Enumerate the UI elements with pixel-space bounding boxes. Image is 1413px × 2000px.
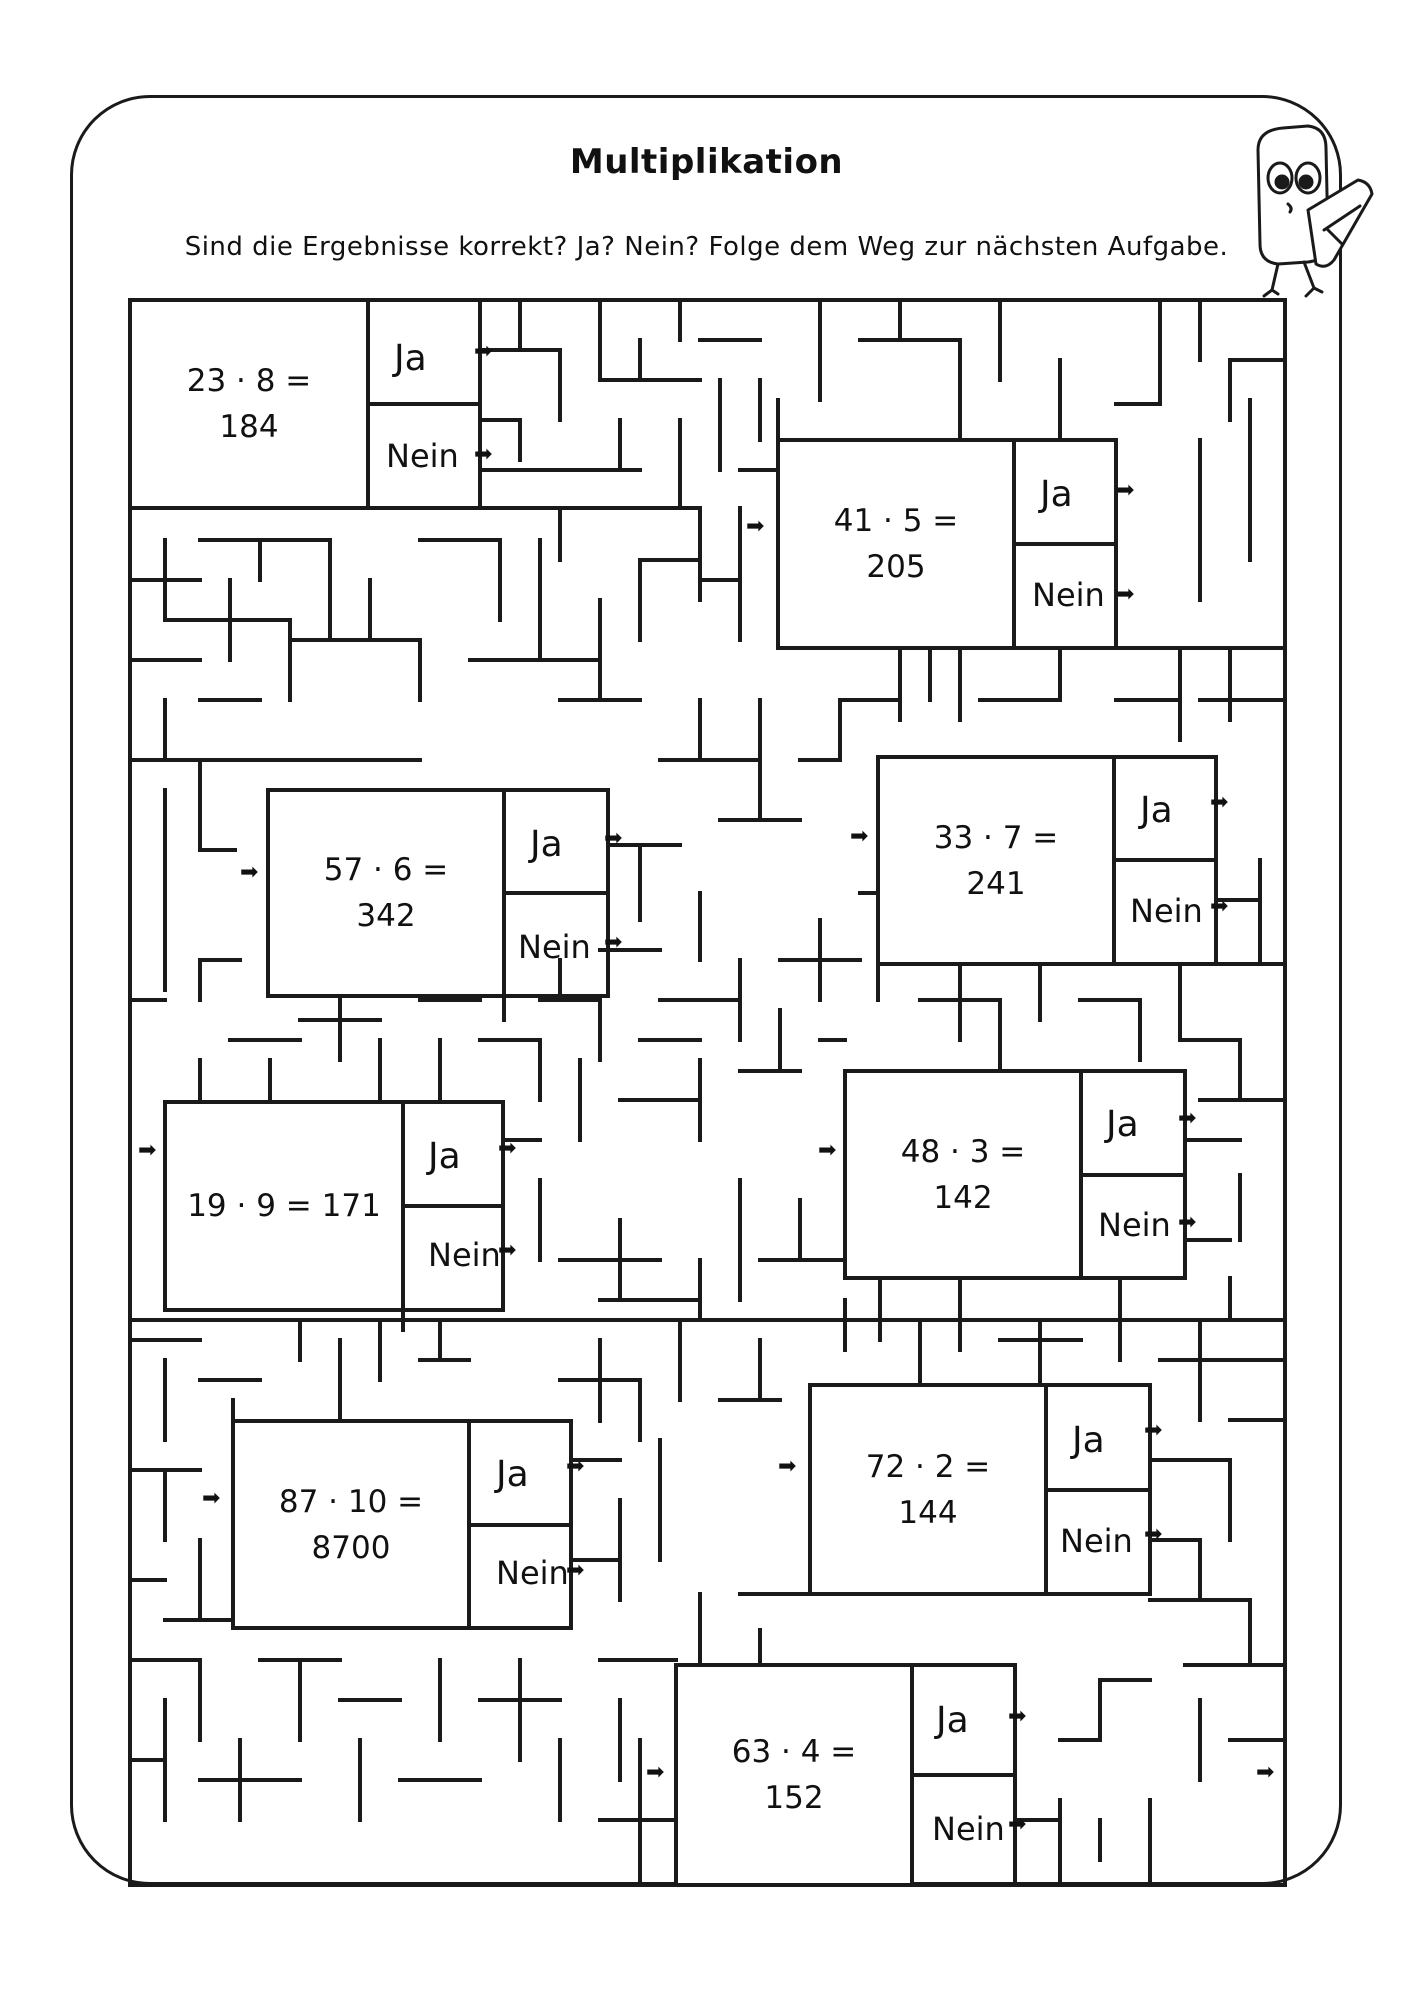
arrow-icon: ➡ xyxy=(1256,1760,1275,1785)
page-title: Multiplikation xyxy=(569,142,844,182)
task-3: 57 · 6 = 342 xyxy=(270,792,502,994)
arrow-icon: ➡ xyxy=(202,1486,221,1511)
no-label-4: Nein xyxy=(1130,892,1203,930)
arrow-icon: ➡ xyxy=(604,826,623,851)
arrow-icon: ➡ xyxy=(1008,1704,1027,1729)
task-9: 63 · 4 = 152 xyxy=(678,1667,910,1883)
arrow-icon: ➡ xyxy=(566,1558,585,1583)
arrow-icon: ➡ xyxy=(850,824,869,849)
arrow-icon: ➡ xyxy=(240,860,259,885)
task-2: 41 · 5 = 205 xyxy=(780,442,1012,646)
arrow-icon: ➡ xyxy=(1116,582,1135,607)
no-label-3: Nein xyxy=(518,928,591,966)
task-7-result: 8700 xyxy=(311,1529,391,1566)
arrow-icon: ➡ xyxy=(778,1454,797,1479)
task-1-expression: 23 · 8 = xyxy=(186,363,312,399)
no-label-7: Nein xyxy=(496,1554,569,1592)
arrow-icon: ➡ xyxy=(474,339,493,364)
arrow-icon: ➡ xyxy=(646,1760,665,1785)
arrow-icon: ➡ xyxy=(1178,1106,1197,1131)
yes-label-8: Ja xyxy=(1072,1420,1105,1461)
arrow-icon: ➡ xyxy=(604,930,623,955)
arrow-icon: ➡ xyxy=(746,514,765,539)
task-6-expression: 48 · 3 = xyxy=(900,1133,1026,1170)
task-8: 72 · 2 = 144 xyxy=(812,1387,1044,1592)
task-8-expression: 72 · 2 = xyxy=(865,1448,991,1485)
yes-label-3: Ja xyxy=(530,824,563,865)
yes-label-2: Ja xyxy=(1040,474,1073,515)
arrow-icon: ➡ xyxy=(1210,894,1229,919)
task-7: 87 · 10 = 8700 xyxy=(235,1423,467,1626)
arrow-icon: ➡ xyxy=(498,1136,517,1161)
instructions: Sind die Ergebnisse korrekt? Ja? Nein? F… xyxy=(184,232,1229,262)
task-4-result: 241 xyxy=(966,865,1026,902)
yes-label-6: Ja xyxy=(1106,1104,1139,1145)
task-9-result: 152 xyxy=(764,1780,824,1816)
task-6: 48 · 3 = 142 xyxy=(847,1073,1079,1276)
arrow-icon: ➡ xyxy=(474,442,493,467)
eraser-mascot-icon xyxy=(1256,124,1374,298)
arrow-icon: ➡ xyxy=(1210,790,1229,815)
task-8-result: 144 xyxy=(898,1494,958,1531)
task-4: 33 · 7 = 241 xyxy=(880,759,1112,962)
task-3-result: 342 xyxy=(356,898,416,934)
no-label-2: Nein xyxy=(1032,576,1105,614)
no-label-8: Nein xyxy=(1060,1522,1133,1560)
no-label-5: Nein xyxy=(428,1236,501,1274)
no-label-1: Nein xyxy=(386,437,459,475)
arrow-icon: ➡ xyxy=(1178,1210,1197,1235)
no-label-6: Nein xyxy=(1098,1206,1171,1244)
task-7-expression: 87 · 10 = xyxy=(278,1483,424,1520)
maze-outer-wall xyxy=(128,298,1287,1887)
task-1: 23 · 8 = 184 xyxy=(132,302,366,506)
arrow-icon: ➡ xyxy=(1008,1812,1027,1837)
task-1-result: 184 xyxy=(219,409,279,445)
yes-label-1: Ja xyxy=(394,338,427,379)
task-9-expression: 63 · 4 = xyxy=(731,1734,857,1770)
yes-label-9: Ja xyxy=(936,1700,969,1741)
task-4-expression: 33 · 7 = xyxy=(933,819,1059,856)
arrow-icon: ➡ xyxy=(1144,1522,1163,1547)
task-2-result: 205 xyxy=(866,549,926,585)
arrow-icon: ➡ xyxy=(1144,1418,1163,1443)
task-6-result: 142 xyxy=(933,1179,993,1216)
arrow-icon: ➡ xyxy=(1116,478,1135,503)
arrow-icon: ➡ xyxy=(498,1238,517,1263)
yes-label-4: Ja xyxy=(1140,790,1173,831)
arrow-icon: ➡ xyxy=(566,1454,585,1479)
task-5-expression: 19 · 9 = 171 xyxy=(187,1188,381,1224)
arrow-icon: ➡ xyxy=(138,1138,157,1163)
yes-label-5: Ja xyxy=(428,1136,461,1177)
yes-label-7: Ja xyxy=(496,1454,529,1495)
task-5: 19 · 9 = 171 xyxy=(167,1104,401,1308)
no-label-9: Nein xyxy=(932,1810,1005,1848)
task-3-expression: 57 · 6 = xyxy=(323,852,449,888)
task-2-expression: 41 · 5 = xyxy=(833,503,959,539)
arrow-icon: ➡ xyxy=(818,1138,837,1163)
